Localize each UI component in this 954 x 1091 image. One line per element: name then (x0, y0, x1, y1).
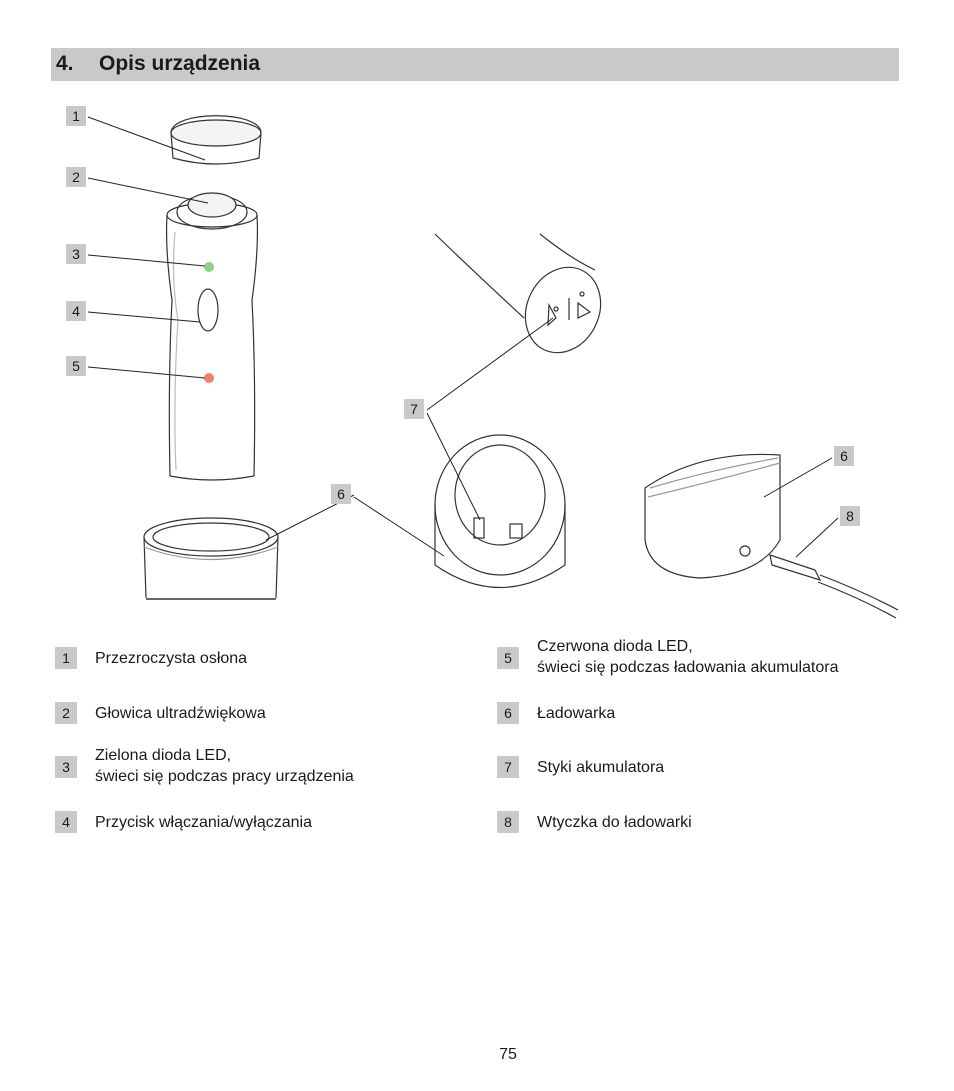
callout-6-charger: 6 (834, 446, 854, 466)
transparent-cover-drawing (170, 115, 262, 165)
legend-label: Styki akumulatora (537, 759, 665, 776)
legend-badge: 4 (55, 811, 77, 833)
callout-8: 8 (840, 506, 860, 526)
legend-label: Wtyczka do ładowarki (537, 814, 692, 831)
page-number: 75 (499, 1046, 517, 1063)
callout-7: 7 (404, 399, 424, 419)
legend-badge: 8 (497, 811, 519, 833)
legend-label: Przezroczysta osłona (95, 650, 248, 667)
section-header: 4. Opis urządzenia (51, 48, 899, 81)
legend-label: Przycisk włączania/wyłączania (95, 814, 312, 831)
callout-5: 5 (66, 356, 86, 376)
legend-badge: 1 (55, 647, 77, 669)
charging-base-middle-drawing (434, 434, 566, 588)
section-number: 4. (56, 52, 74, 75)
legend-badge: 3 (55, 756, 77, 778)
callout-1: 1 (66, 106, 86, 126)
callout-3: 3 (66, 244, 86, 264)
legend-badge: 2 (55, 702, 77, 724)
legend-label: Ładowarka (537, 705, 616, 722)
device-illustration (87, 115, 899, 619)
charging-base-left-drawing (143, 517, 279, 600)
legend-badge: 6 (497, 702, 519, 724)
callout-2: 2 (66, 167, 86, 187)
device-bottom-drawing (434, 233, 602, 354)
legend-label: Głowica ultradźwiękowa (95, 705, 266, 722)
device-body-drawing (165, 192, 259, 481)
charger-right-drawing (644, 453, 899, 619)
legend-label: Zielona dioda LED, świeci się podczas pr… (95, 747, 354, 785)
callout-4: 4 (66, 301, 86, 321)
legend-badge: 7 (497, 756, 519, 778)
callout-6-base: 6 (331, 484, 351, 504)
section-title: Opis urządzenia (99, 52, 261, 75)
legend-badge: 5 (497, 647, 519, 669)
legend-label: Czerwona dioda LED, świeci się podczas ł… (537, 638, 839, 676)
